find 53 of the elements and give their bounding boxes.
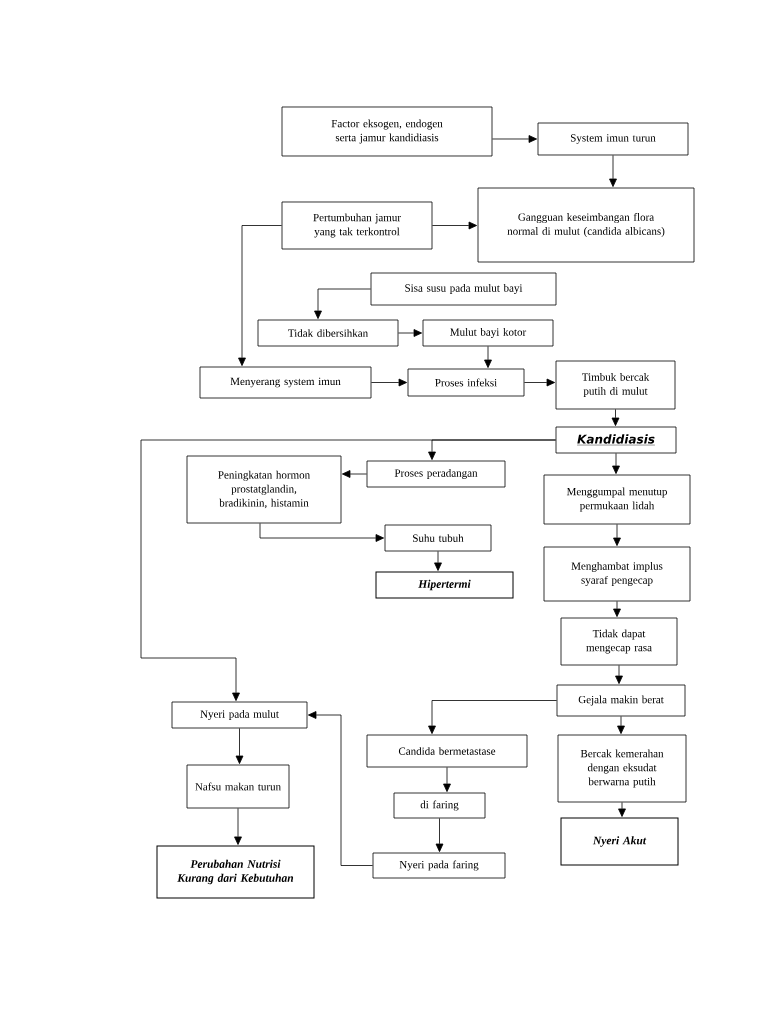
- process-box: System imun turun: [537, 122, 689, 156]
- arrow: [371, 378, 407, 387]
- arrow: [615, 665, 623, 684]
- process-box: Mulut bayi kotor: [422, 319, 554, 347]
- process-box: Gejala makin berat: [556, 684, 686, 717]
- process-box: Nyeri pada mulut: [171, 701, 308, 729]
- arrow: [435, 818, 444, 853]
- process-box: Timbuk bercak putih di mulut: [555, 360, 676, 410]
- process-box: Proses peradangan: [366, 460, 506, 488]
- process-box: Nafsu makan turun: [186, 764, 290, 809]
- arrow: [238, 225, 282, 366]
- arrow: [492, 135, 537, 143]
- arrow: [434, 551, 442, 571]
- arrow: [259, 523, 384, 542]
- arrow: [443, 767, 451, 792]
- arrow: [234, 808, 242, 845]
- process-box: Bercak kemerahan dengan eksudat berwarna putih: [557, 734, 687, 803]
- arrow: [140, 439, 556, 701]
- process-box: Peningkatan hormon prostatglandin, bradikinin, histamin: [186, 455, 342, 524]
- arrow: [432, 221, 477, 230]
- diagnosis-box: Hipertermi: [375, 571, 514, 599]
- diagnosis-box: Kandidiasis: [555, 426, 677, 454]
- process-box: di faring: [393, 792, 486, 819]
- process-box: Nyeri pada faring: [372, 852, 506, 879]
- arrow: [308, 711, 373, 866]
- arrow: [398, 329, 422, 337]
- process-box: Suhu tubuh: [384, 524, 492, 552]
- arrow: [618, 802, 626, 817]
- arrow: [314, 288, 371, 319]
- diagnosis-box: Perubahan Nutrisi Kurang dari Kebutuhan: [156, 845, 315, 899]
- arrow: [613, 524, 621, 546]
- arrow: [617, 716, 625, 734]
- process-box: Proses infeksi: [407, 368, 525, 397]
- arrow: [611, 409, 620, 426]
- arrow: [484, 346, 492, 368]
- diagnosis-box: Nyeri Akut: [560, 817, 679, 866]
- process-box: Sisa susu pada mulut bayi: [370, 272, 557, 306]
- arrow: [612, 453, 620, 474]
- arrow: [524, 378, 555, 387]
- process-box: Menggumpal menutup permukaan lidah: [543, 474, 691, 525]
- arrow: [235, 728, 244, 764]
- process-box: Gangguan keseimbangan flora normal di mulut (candida albicans): [477, 187, 695, 263]
- process-box: Candida bermetastase: [366, 734, 528, 768]
- process-box: Menghambat implus syaraf pengecap: [543, 546, 691, 602]
- arrow: [609, 155, 617, 187]
- arrow: [613, 601, 621, 617]
- process-box: Factor eksogen, endogen serta jamur kandidiasis: [281, 106, 493, 157]
- process-box: Tidak dibersihkan: [257, 319, 399, 347]
- arrow: [342, 470, 367, 478]
- process-box: Tidak dapat mengecap rasa: [560, 617, 678, 666]
- process-box: Menyerang system imun: [199, 366, 372, 399]
- process-box: Pertumbuhan jamur yang tak terkontrol: [281, 201, 433, 250]
- arrow: [428, 700, 557, 734]
